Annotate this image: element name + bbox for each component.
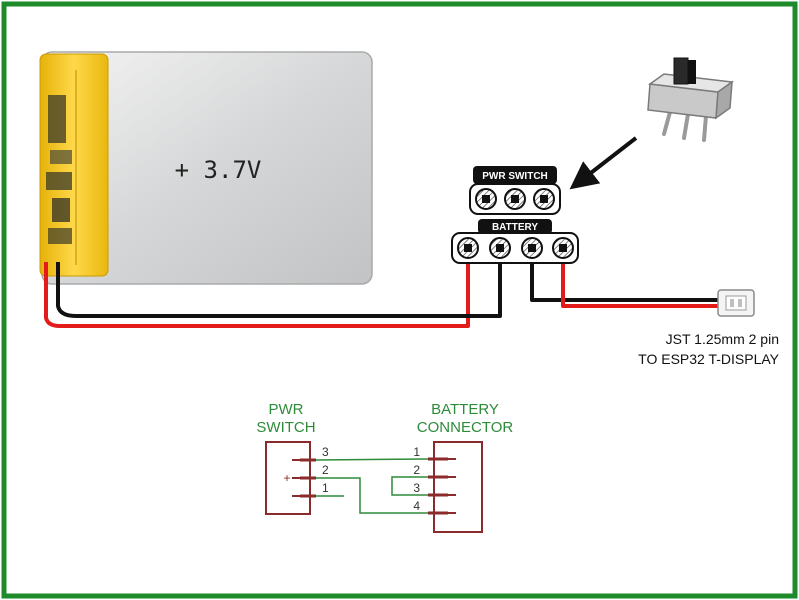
net-switch3-conn1 — [315, 458, 429, 461]
connector-title-line2: CONNECTOR — [417, 419, 514, 436]
switch-plus-label: + — [283, 471, 290, 485]
battery-black-wire — [56, 250, 502, 318]
connector-pin-number: 1 — [413, 445, 420, 459]
battery-header-pin — [552, 237, 574, 259]
switch-header-pin — [475, 188, 497, 210]
connector-symbol-box — [433, 441, 483, 533]
net-switch2-conn4 — [316, 477, 428, 514]
battery-voltage-label: + 3.7V — [175, 156, 262, 184]
switch-title-line2: SWITCH — [256, 419, 315, 436]
switch-title-line1: PWR — [269, 401, 304, 418]
battery-header-label: BATTERY — [492, 222, 538, 233]
net-conn2-conn3 — [391, 476, 428, 496]
connector-title-line1: BATTERY — [431, 401, 499, 418]
jst-label-line2: TO ESP32 T-DISPLAY — [638, 351, 780, 367]
battery-header-pin — [489, 237, 511, 259]
pwr-switch-header: PWR SWITCH — [469, 166, 561, 215]
battery-header-pin — [457, 237, 479, 259]
jst-connector — [717, 289, 755, 317]
jst-label-line1: JST 1.25mm 2 pin — [666, 331, 779, 347]
schematic: PWR SWITCH BATTERY CONNECTOR + 3 2 1 1 — [256, 401, 514, 533]
pwr-switch-header-label: PWR SWITCH — [482, 171, 548, 182]
switch-pin-number: 1 — [322, 481, 329, 495]
switch-header-pin — [533, 188, 555, 210]
switch-pin-number: 2 — [322, 463, 329, 477]
connector-pin-number: 2 — [413, 463, 420, 477]
connector-pin-number: 4 — [413, 499, 420, 513]
jst-red-wire — [561, 250, 722, 308]
battery-header: BATTERY — [451, 219, 579, 264]
pointer-arrow — [569, 136, 638, 190]
battery-red-wire — [44, 250, 470, 328]
lipo-battery: + 3.7V — [39, 51, 373, 285]
switch-header-pin — [504, 188, 526, 210]
connector-pin-number: 3 — [413, 481, 420, 495]
switch-pin-number: 3 — [322, 445, 329, 459]
battery-header-pin — [521, 237, 543, 259]
jst-black-wire — [530, 250, 722, 302]
slide-switch-icon — [647, 57, 735, 142]
